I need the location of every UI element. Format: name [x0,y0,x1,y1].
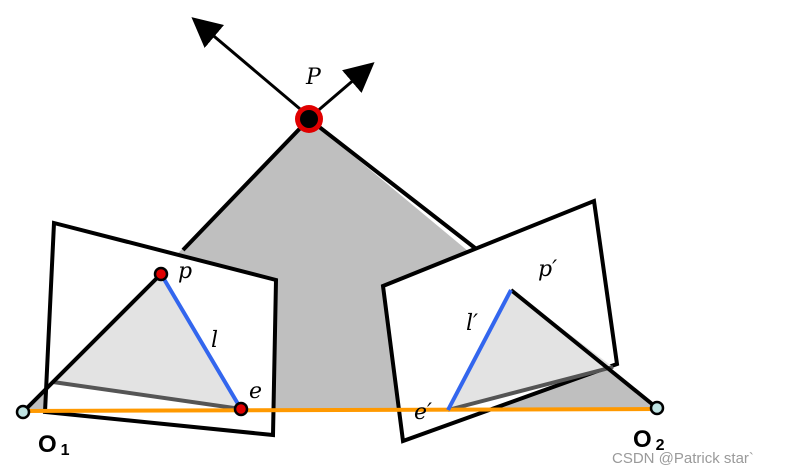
label-e-prime: e′ [414,400,432,425]
label-l-prime: l′ [466,311,478,336]
point-P-center [300,110,318,128]
left-plane-edge [52,380,242,411]
label-e: e [249,379,262,404]
camera-center-O1 [15,404,31,420]
label-O2-main: O [633,426,652,453]
ray-p-to-right [307,117,477,250]
label-P: P [305,65,322,90]
watermark: CSDN @Patrick star` [612,450,754,467]
epipolar-line-l [159,272,243,411]
label-O2-sub: 2 [656,437,665,454]
label-O1-main: O [38,431,57,458]
right-plane-edge [447,365,614,412]
point-p [153,266,169,282]
label-p: p [178,259,192,284]
left-inner-triangle [53,274,241,409]
label-p-prime: p′ [538,257,557,282]
ray-o1-to-p [21,272,163,414]
ray-o2-to-p-prime [509,288,659,410]
ray-p-to-o1 [181,117,311,252]
arrow-up-right [313,62,375,116]
label-l: l [211,328,218,353]
right-inner-triangle [448,290,613,410]
arrow-up-left [191,17,307,116]
epipolar-line-l-prime [446,289,513,411]
baseline [22,407,658,413]
camera-center-O2 [649,400,665,416]
point-e [233,401,249,417]
label-O1-sub: 1 [61,442,70,459]
